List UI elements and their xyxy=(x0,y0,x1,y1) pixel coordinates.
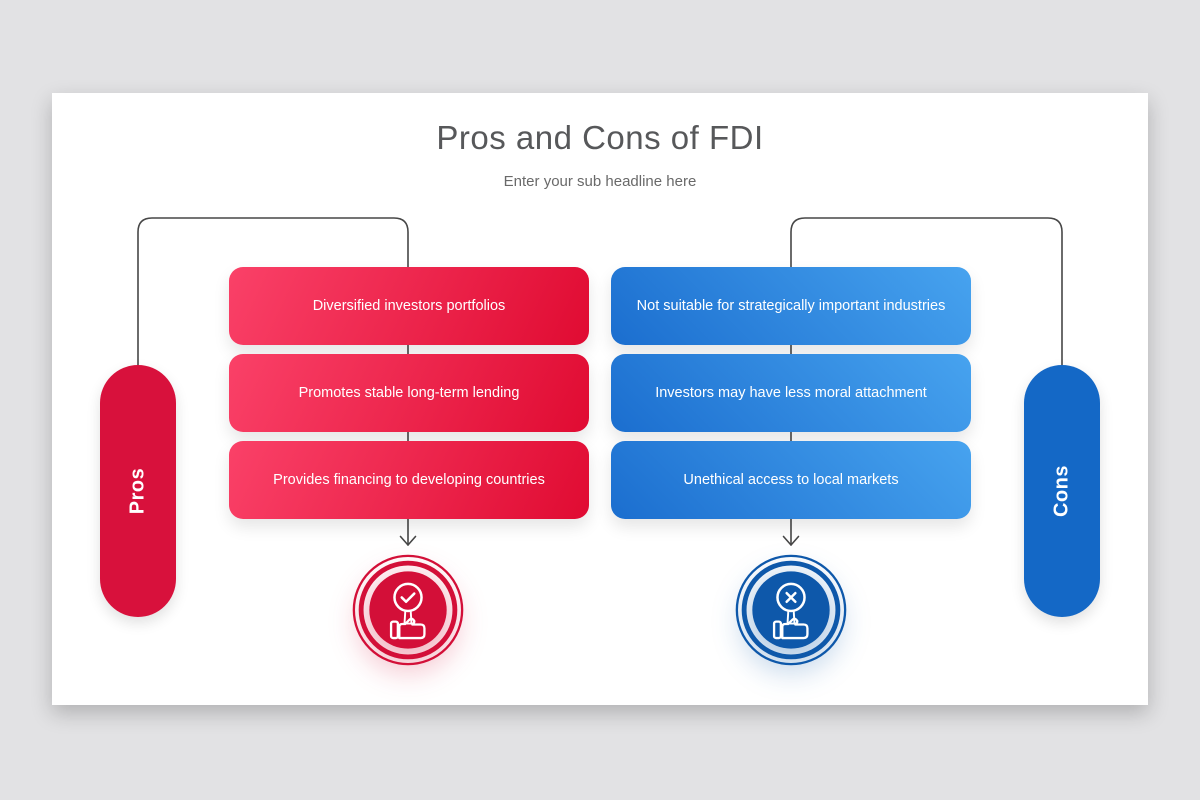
cons-result-badge xyxy=(733,552,849,668)
middle-ring xyxy=(741,560,841,660)
pros-item-box-2: Promotes stable long-term lending xyxy=(229,354,589,432)
cons-pill: Cons xyxy=(1024,365,1100,617)
pros-pill-label: Pros xyxy=(126,467,149,515)
cons-item-box-1: Not suitable for strategically important… xyxy=(611,267,971,345)
outer-ring xyxy=(735,554,847,666)
page-title: Pros and Cons of FDI xyxy=(436,119,764,156)
thumbs-up-cross-icon xyxy=(772,582,809,640)
pros-pill: Pros xyxy=(100,365,176,617)
pros-item-box-3: Provides financing to developing countri… xyxy=(229,441,589,519)
cons-item-box-3: Unethical access to local markets xyxy=(611,441,971,519)
slide-canvas: Pros and Cons of FDI Enter your sub head… xyxy=(52,93,1148,705)
cons-connector-line xyxy=(790,217,1063,546)
thumbs-up-check-icon xyxy=(389,582,426,640)
outer-ring xyxy=(352,554,464,666)
cons-item-box-2: Investors may have less moral attachment xyxy=(611,354,971,432)
pros-result-badge xyxy=(350,552,466,668)
cons-pill-label: Cons xyxy=(1050,465,1073,517)
connector-lines xyxy=(137,217,1063,546)
pros-arrowhead-icon xyxy=(399,535,417,546)
middle-ring xyxy=(358,560,458,660)
cons-arrowhead-icon xyxy=(782,535,800,546)
pros-connector-line xyxy=(137,217,409,546)
pros-item-box-1: Diversified investors portfolios xyxy=(229,267,589,345)
page-subtitle: Enter your sub headline here xyxy=(503,173,697,190)
